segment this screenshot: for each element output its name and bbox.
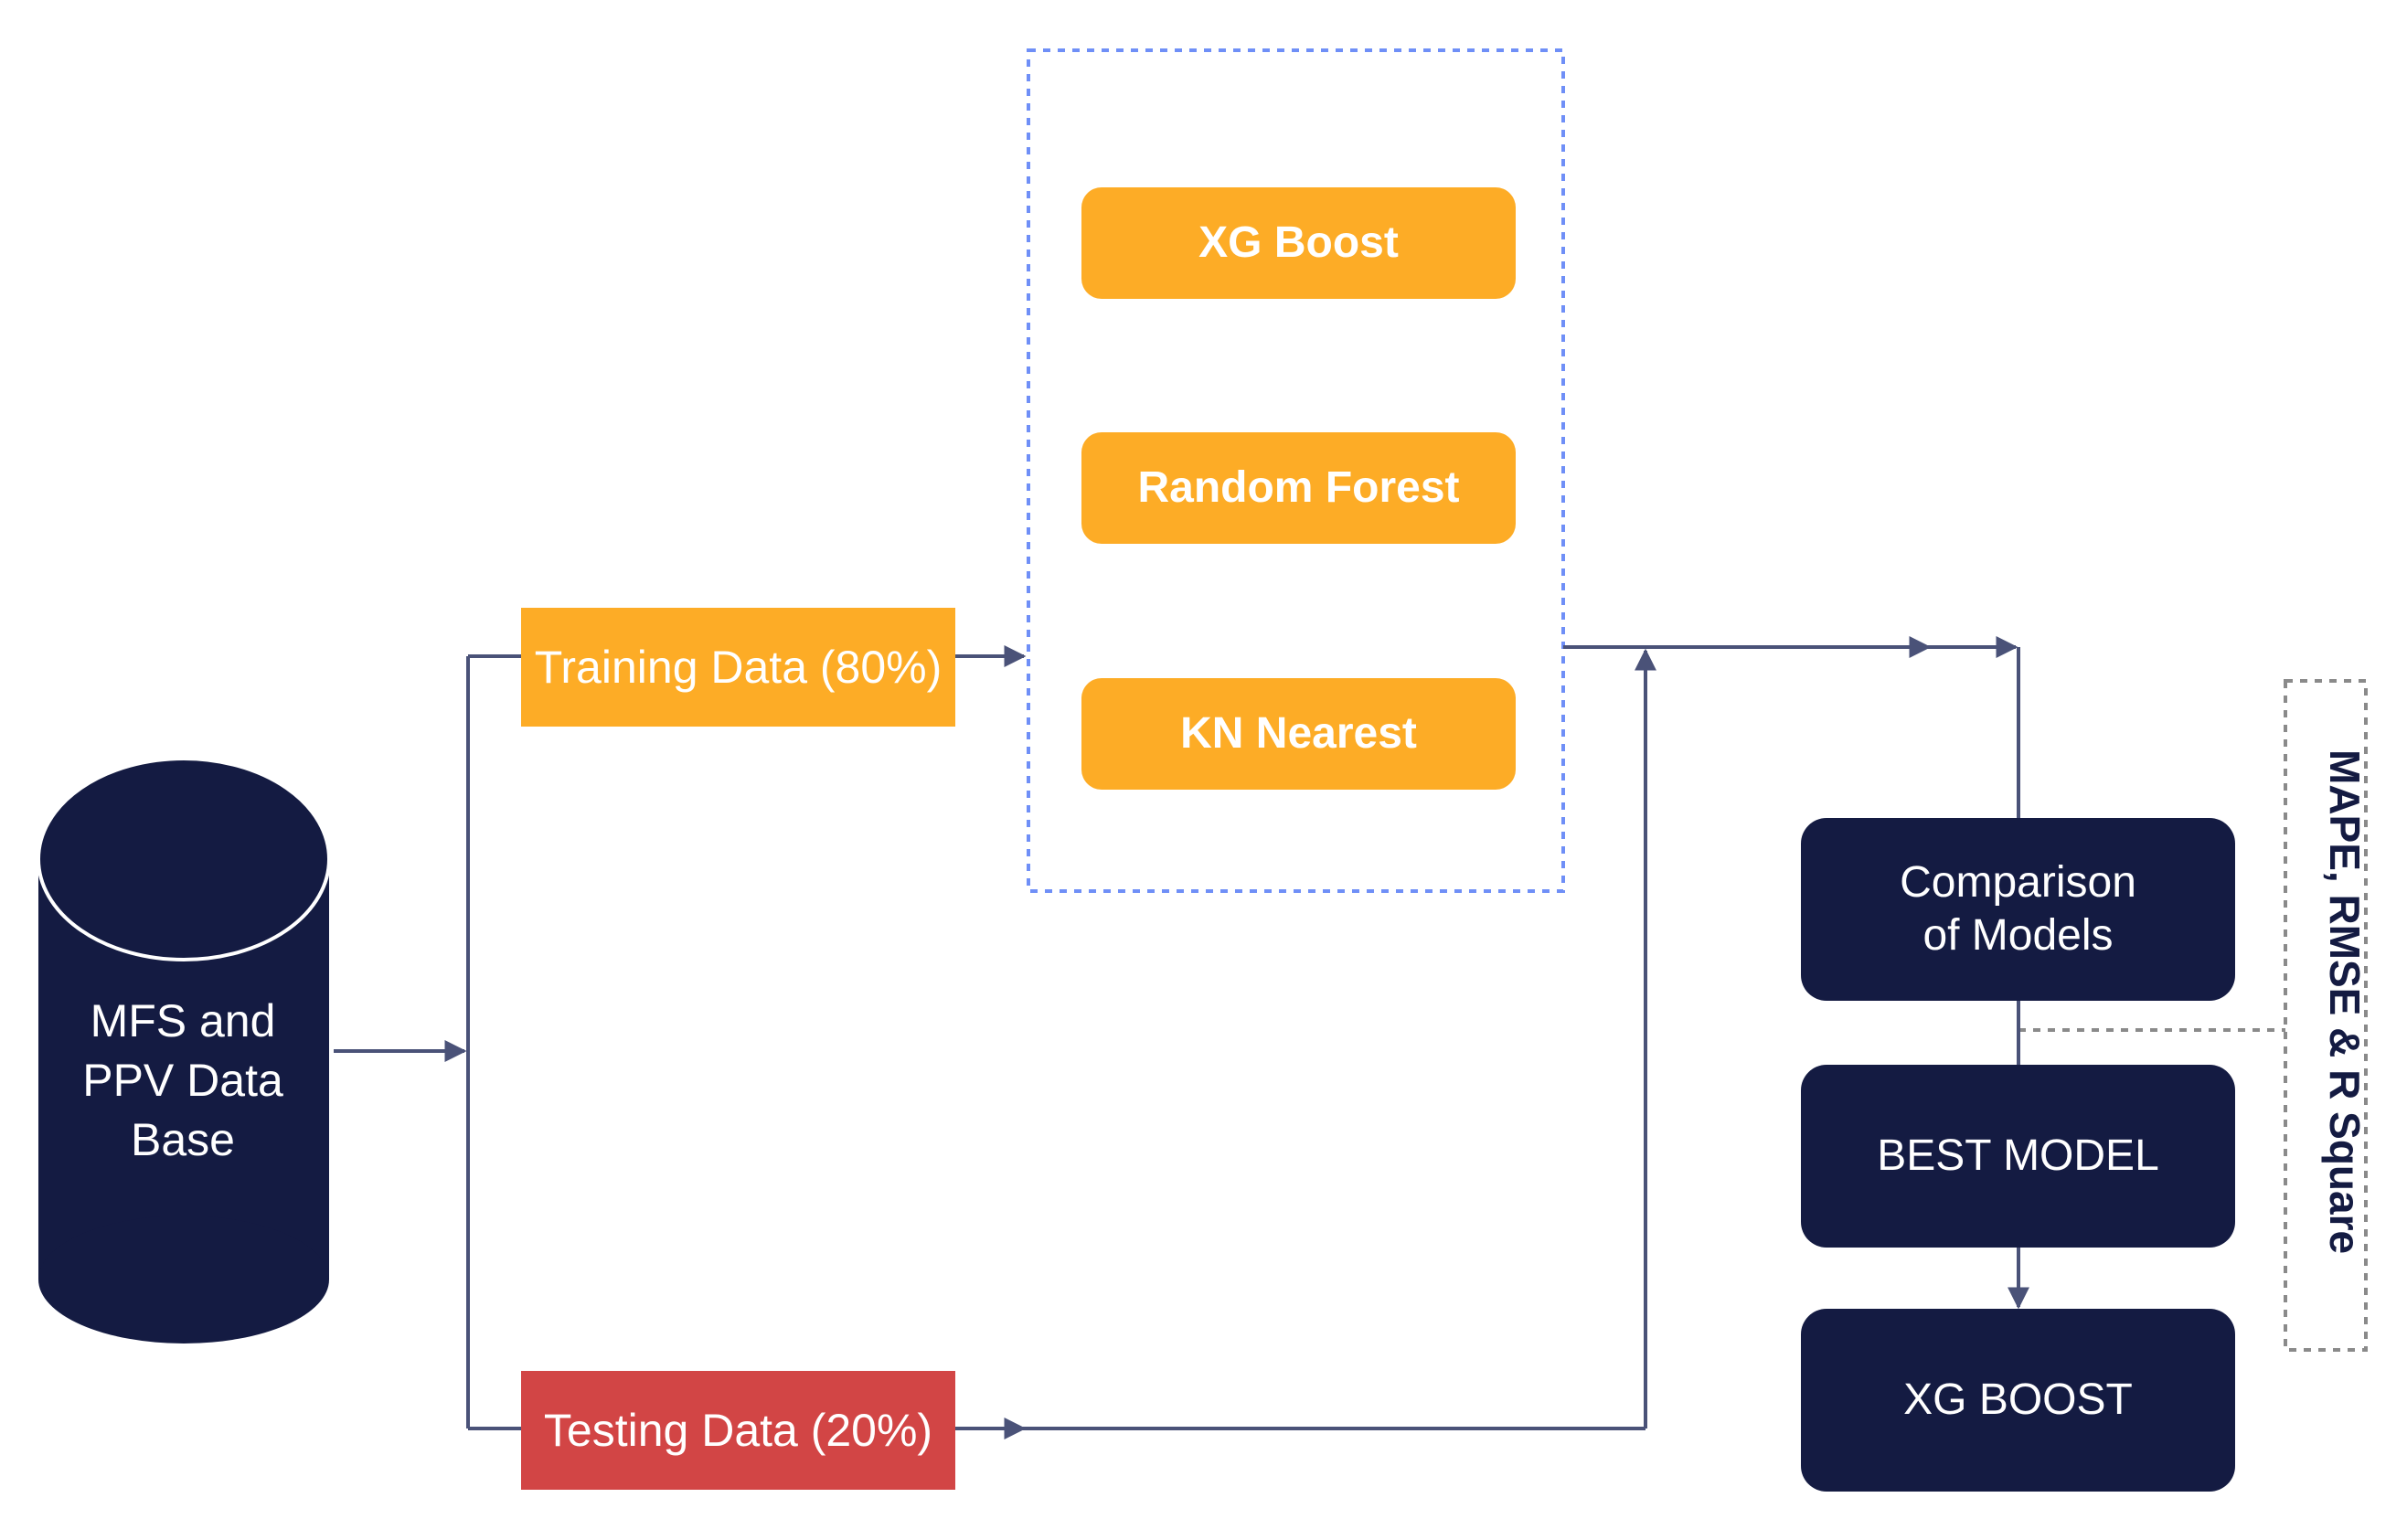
metrics-group-border bbox=[2284, 679, 2368, 1352]
final-model-label: XG BOOST bbox=[1903, 1375, 2133, 1425]
model-label: KN Nearest bbox=[1180, 709, 1417, 759]
database-label: MFS and PPV Data Base bbox=[37, 992, 329, 1170]
database-label-line: MFS and bbox=[90, 995, 276, 1046]
model-label: Random Forest bbox=[1137, 463, 1460, 513]
final-model-box: XG BOOST bbox=[1801, 1309, 2235, 1492]
training-data-box: Training Data (80%) bbox=[521, 608, 955, 727]
database-label-line: PPV Data bbox=[82, 1055, 283, 1106]
comparison-label: Comparison of Models bbox=[1900, 858, 2136, 960]
database-label-line: Base bbox=[131, 1114, 235, 1165]
training-data-label: Training Data (80%) bbox=[534, 642, 943, 693]
model-kn-nearest-box: KN Nearest bbox=[1081, 678, 1516, 790]
model-label: XG Boost bbox=[1198, 218, 1399, 268]
best-model-box: BEST MODEL bbox=[1801, 1065, 2235, 1248]
model-group-border bbox=[1027, 48, 1565, 893]
database-cylinder bbox=[37, 757, 331, 1344]
best-model-label: BEST MODEL bbox=[1877, 1131, 2159, 1181]
comparison-box: Comparison of Models bbox=[1801, 818, 2235, 1001]
model-random-forest-box: Random Forest bbox=[1081, 432, 1516, 544]
testing-data-box: Testing Data (20%) bbox=[521, 1371, 955, 1490]
metrics-label: MAPE, RMSE & R Square bbox=[2321, 749, 2369, 1255]
testing-data-label: Testing Data (20%) bbox=[543, 1405, 933, 1456]
model-xgboost-box: XG Boost bbox=[1081, 187, 1516, 299]
